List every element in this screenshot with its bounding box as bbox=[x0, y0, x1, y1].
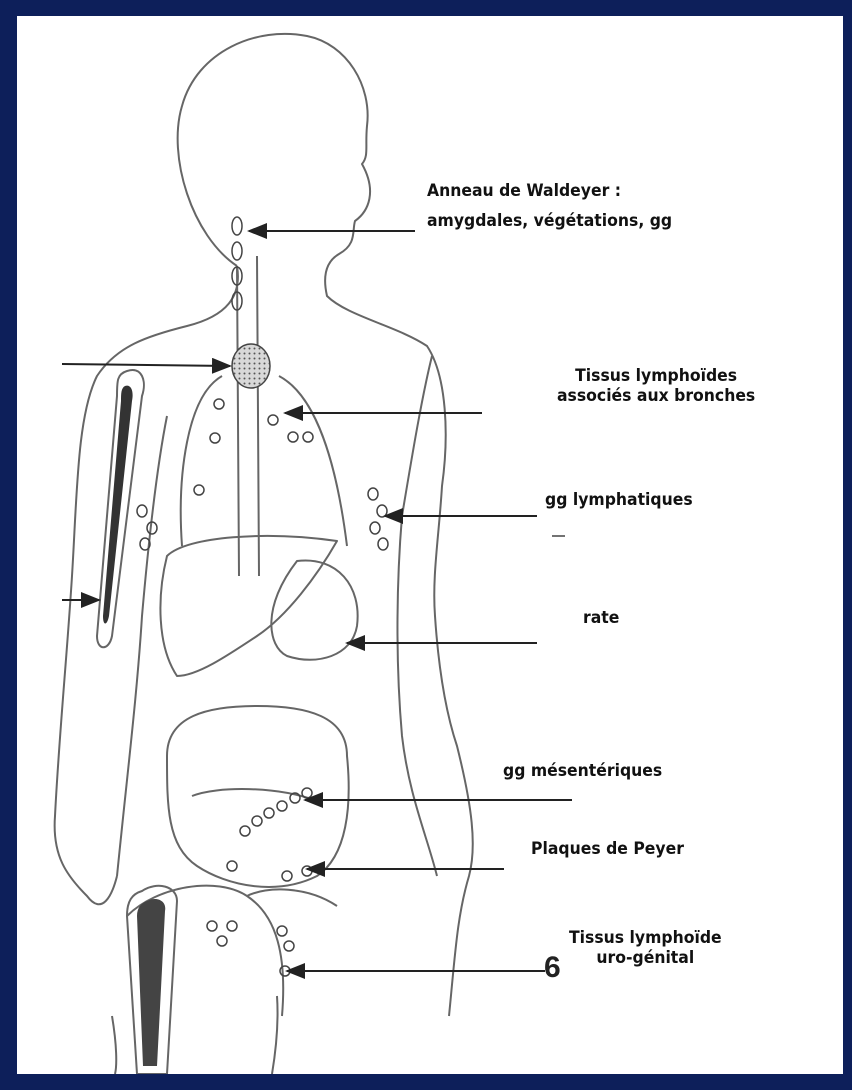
label-bronchi-line1: Tissus lymphoïdes bbox=[557, 366, 755, 386]
arrow-thymus bbox=[62, 364, 230, 366]
label-urogenital-line1: Tissus lymphoïde bbox=[569, 928, 722, 948]
label-spleen: rate bbox=[583, 608, 619, 628]
label-number: 6 bbox=[544, 951, 561, 985]
diagram-panel: Anneau de Waldeyer : amygdales, végétati… bbox=[17, 16, 843, 1074]
label-mesenteric: gg mésentériques bbox=[503, 761, 662, 781]
large-intestine bbox=[167, 706, 349, 887]
label-bronchi-tissue: Tissus lymphoïdes associés aux bronches bbox=[557, 366, 755, 406]
label-waldeyer-ring: Anneau de Waldeyer : amygdales, végétati… bbox=[427, 181, 672, 231]
thymus bbox=[232, 344, 270, 388]
label-bronchi-line2: associés aux bronches bbox=[557, 386, 755, 406]
label-peyer-patches: Plaques de Peyer bbox=[531, 839, 684, 859]
label-lymph-nodes: gg lymphatiques bbox=[545, 490, 693, 510]
liver-shape bbox=[160, 536, 337, 676]
lymphatic-system-illustration bbox=[17, 16, 843, 1074]
label-urogenital-line2: uro-génital bbox=[569, 948, 722, 968]
label-waldeyer-line1: Anneau de Waldeyer : bbox=[427, 181, 672, 201]
label-urogenital: Tissus lymphoïde uro-génital bbox=[569, 928, 722, 968]
label-waldeyer-line2: amygdales, végétations, gg bbox=[427, 211, 672, 231]
